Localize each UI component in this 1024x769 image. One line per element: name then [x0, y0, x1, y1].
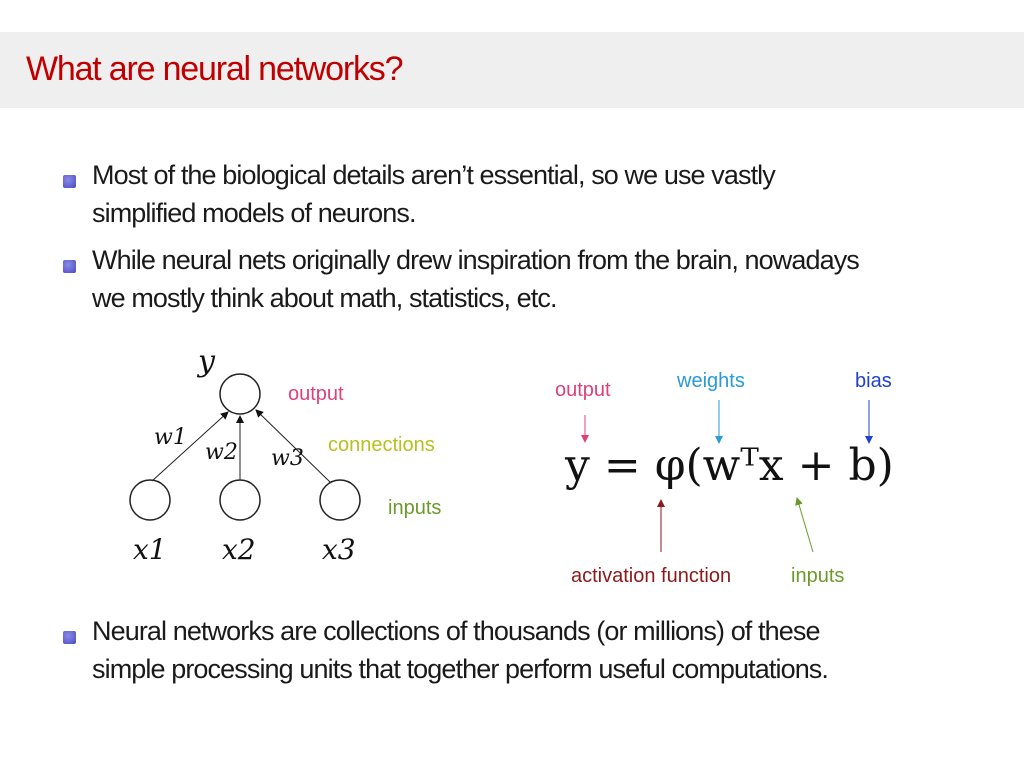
eq-bias-label: bias — [855, 370, 892, 392]
output-symbol: y — [198, 344, 215, 379]
eq-activation-label: activation function — [571, 565, 732, 587]
connection-3 — [255, 409, 331, 483]
connection-1 — [151, 411, 229, 482]
equation: y = φ(wᵀx + b) — [565, 440, 894, 491]
bullet-line: Neural networks are collections of thous… — [92, 616, 820, 646]
bullet-icon — [63, 175, 76, 188]
eq-output-label: output — [555, 379, 611, 401]
input-label: x3 — [322, 533, 356, 566]
input-neuron — [129, 479, 171, 521]
input-neuron — [219, 479, 261, 521]
inputs-arrow — [795, 497, 814, 553]
input-label: x1 — [133, 533, 167, 566]
output-label: output — [288, 383, 344, 405]
bullet-icon — [63, 260, 76, 273]
bullet-line: While neural nets originally drew inspir… — [92, 245, 860, 275]
input-label: x2 — [222, 533, 256, 566]
bullet-line: simple processing units that together pe… — [92, 653, 829, 684]
connections-label: connections — [328, 434, 435, 456]
bullet-line: simplified models of neurons. — [92, 197, 416, 228]
slide-title: What are neural networks? — [26, 50, 404, 88]
bullet-icon — [63, 631, 76, 644]
weight-label: w3 — [271, 446, 304, 471]
bullet-line: Most of the biological details aren’t es… — [92, 160, 776, 190]
title-bar: What are neural networks? — [0, 32, 1024, 108]
bullet-line: we mostly think about math, statistics, … — [92, 282, 557, 313]
eq-weights-label: weights — [677, 370, 745, 392]
output-neuron — [219, 373, 261, 415]
input-neuron — [319, 479, 361, 521]
bullet-3: Neural networks are collections of thous… — [92, 613, 992, 688]
bullet-1: Most of the biological details aren’t es… — [92, 157, 992, 232]
weight-label: w2 — [205, 440, 238, 465]
bullet-2: While neural nets originally drew inspir… — [92, 242, 992, 317]
inputs-label: inputs — [388, 497, 442, 519]
weight-label: w1 — [154, 425, 187, 450]
eq-inputs-label: inputs — [791, 565, 845, 587]
